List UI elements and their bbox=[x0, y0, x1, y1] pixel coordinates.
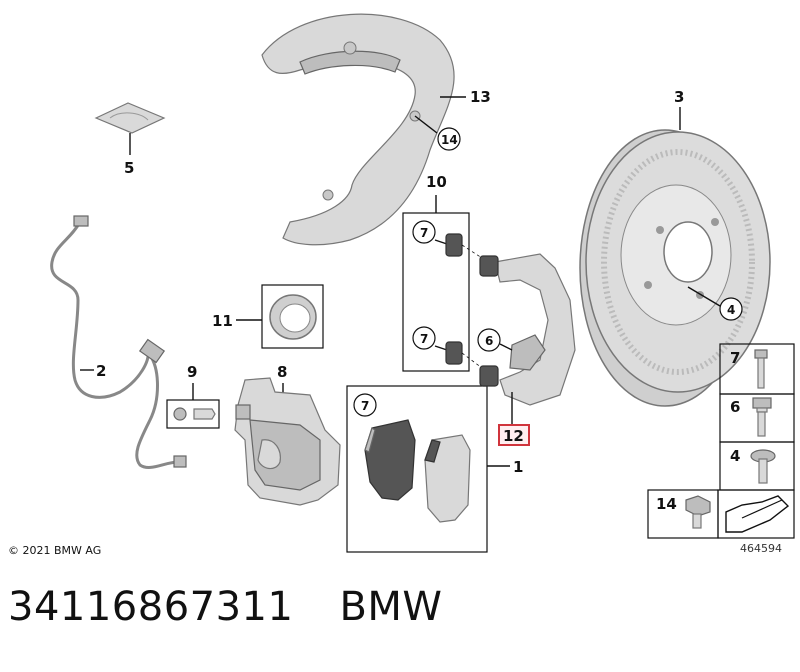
guide-bushing-top[interactable] bbox=[445, 233, 463, 257]
piston-seal-ring[interactable] bbox=[269, 294, 317, 340]
callout-2[interactable]: 2 bbox=[96, 362, 106, 380]
callout-6-hardware[interactable]: 6 bbox=[730, 398, 740, 416]
callout-12-highlight bbox=[498, 424, 530, 446]
hardware-grid bbox=[647, 343, 795, 539]
callout-7-hardware[interactable]: 7 bbox=[730, 349, 740, 367]
part-number: 34116867311 bbox=[8, 584, 294, 630]
callout-8[interactable]: 8 bbox=[277, 363, 287, 381]
callout-5[interactable]: 5 bbox=[124, 159, 134, 177]
brand-name: BMW bbox=[339, 584, 443, 630]
guide-bushing-box bbox=[402, 212, 470, 372]
brake-pads-box bbox=[346, 385, 488, 553]
caliper-bolt[interactable] bbox=[754, 349, 768, 389]
callout-7-top[interactable]: 7 bbox=[420, 226, 428, 240]
part-footer: 34116867311 BMW bbox=[8, 584, 488, 630]
guide-bushing-bottom[interactable] bbox=[445, 341, 463, 365]
callout-7-bottom[interactable]: 7 bbox=[420, 332, 428, 346]
callout-14-shield[interactable]: 14 bbox=[441, 133, 458, 147]
disc-screw[interactable] bbox=[750, 449, 776, 484]
callout-3[interactable]: 3 bbox=[674, 88, 684, 106]
callout-6-carrier[interactable]: 6 bbox=[485, 334, 493, 348]
callout-11[interactable]: 11 bbox=[212, 312, 233, 330]
callout-14-hardware[interactable]: 14 bbox=[656, 495, 677, 513]
callout-4-hardware[interactable]: 4 bbox=[730, 447, 740, 465]
callout-7-circle-pads bbox=[353, 393, 377, 417]
brake-caliper-housing[interactable] bbox=[234, 377, 341, 506]
callout-7-circle-bottom bbox=[412, 326, 436, 350]
callout-14-circle bbox=[437, 127, 461, 151]
parts-diagram: 13 14 5 2 11 9 8 7 bbox=[8, 13, 795, 557]
grease-packet[interactable] bbox=[94, 102, 166, 134]
bleed-screw-box bbox=[166, 399, 220, 429]
brake-disc[interactable] bbox=[579, 129, 771, 407]
brake-dust-shield[interactable] bbox=[261, 13, 455, 246]
direction-arrow-icon bbox=[725, 495, 790, 533]
brake-pad-inner[interactable] bbox=[364, 419, 416, 501]
callout-1[interactable]: 1 bbox=[513, 458, 523, 476]
callout-4-circle bbox=[719, 297, 743, 321]
copyright-text: © 2021 BMW AG bbox=[8, 544, 101, 557]
brake-caliper-carrier[interactable] bbox=[479, 253, 576, 406]
callout-6-circle bbox=[477, 328, 501, 352]
callout-4-disc[interactable]: 4 bbox=[727, 303, 735, 317]
callout-9[interactable]: 9 bbox=[187, 363, 197, 381]
bleed-screw[interactable] bbox=[173, 407, 216, 421]
brake-pad-wear-sensor[interactable] bbox=[50, 215, 187, 469]
callout-7-circle-top bbox=[412, 220, 436, 244]
image-reference-number: 464594 bbox=[740, 542, 782, 555]
callout-13[interactable]: 13 bbox=[470, 88, 491, 106]
repair-kit-box bbox=[261, 284, 324, 349]
hex-bolt[interactable] bbox=[685, 495, 711, 529]
callout-10[interactable]: 10 bbox=[426, 173, 447, 191]
brake-pad-outer[interactable] bbox=[424, 434, 471, 523]
flange-bolt[interactable] bbox=[752, 397, 772, 437]
callout-12[interactable]: 12 bbox=[503, 427, 524, 445]
callout-7-pads[interactable]: 7 bbox=[361, 399, 369, 413]
